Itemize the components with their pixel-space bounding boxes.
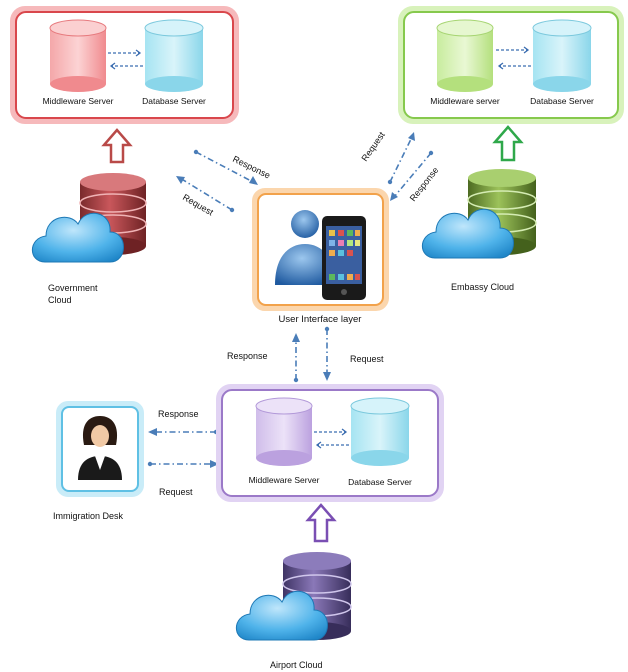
gov-response-arrow xyxy=(193,149,258,185)
gov-cloud-label-2: Cloud xyxy=(48,295,72,305)
imm-response-label: Response xyxy=(158,409,199,419)
airport-sync-arrows xyxy=(314,428,349,449)
emb-response-arrow xyxy=(390,150,434,201)
embassy-database-label: Database Server xyxy=(530,96,594,106)
embassy-middleware-cylinder xyxy=(436,19,494,92)
airport-database-label: Database Server xyxy=(348,477,412,487)
imm-request-label: Request xyxy=(159,487,193,497)
gov-request-label: Request xyxy=(181,192,215,218)
ui-response-label: Response xyxy=(227,351,268,361)
gov-middleware-label: Middleware Server xyxy=(43,96,114,106)
ui-layer-label: User Interface layer xyxy=(279,314,362,325)
immigration-label: Immigration Desk xyxy=(53,511,124,521)
imm-request-arrow xyxy=(147,460,219,468)
gov-middleware-cylinder xyxy=(49,19,107,92)
gov-response-label: Response xyxy=(231,154,272,181)
gov-sync-arrows xyxy=(108,49,143,70)
gov-cloud-label-1: Government xyxy=(48,283,98,293)
embassy-database-cylinder xyxy=(532,19,592,92)
airport-middleware-cylinder xyxy=(255,397,313,466)
emb-request-label: Request xyxy=(359,130,387,164)
gov-database-cylinder xyxy=(144,19,204,92)
embassy-cloud-label: Embassy Cloud xyxy=(451,282,514,292)
user-icon xyxy=(275,210,335,285)
airport-cloud-icon xyxy=(235,590,328,641)
airport-database-cylinder xyxy=(350,397,410,466)
airport-up-arrow xyxy=(305,503,337,543)
airport-cloud-label: Airport Cloud xyxy=(270,660,323,670)
embassy-middleware-label: Middleware server xyxy=(430,96,500,106)
gov-request-arrow xyxy=(176,176,235,213)
embassy-sync-arrows xyxy=(496,46,531,70)
ui-request-arrow xyxy=(323,326,331,381)
gov-up-arrow xyxy=(101,128,133,164)
emb-request-arrow xyxy=(387,132,415,185)
embassy-cloud-icon xyxy=(421,208,514,259)
imm-response-arrow xyxy=(148,428,219,436)
ui-response-arrow xyxy=(292,333,300,383)
airport-middleware-label: Middleware Server xyxy=(249,475,320,485)
smartphone-icon xyxy=(322,216,366,300)
officer-icon xyxy=(78,416,122,480)
ui-request-label: Request xyxy=(350,354,384,364)
embassy-up-arrow xyxy=(492,125,524,162)
emb-response-label: Response xyxy=(408,165,441,203)
gov-cloud-icon xyxy=(31,212,124,263)
gov-database-label: Database Server xyxy=(142,96,206,106)
